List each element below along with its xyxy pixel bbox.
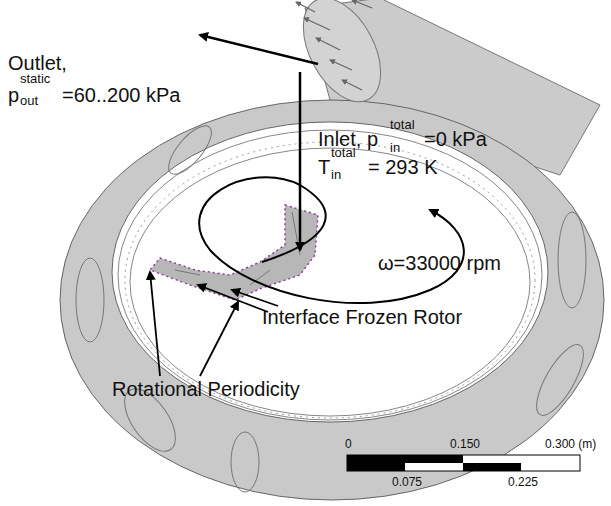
scale-tick: 0.075 — [392, 476, 422, 489]
boundary-label: Outlet, — [8, 52, 67, 74]
boundary-value: = 293 K — [368, 156, 438, 178]
rotation-speed: ω=33000 rpm — [378, 252, 501, 274]
superscript: static — [20, 72, 50, 86]
boundary-value: =0 kPa — [424, 128, 487, 150]
superscript: total — [331, 146, 356, 160]
subscript: in — [331, 168, 341, 182]
superscript: total — [390, 118, 415, 132]
scale-tick: 0.150 — [450, 438, 480, 451]
subscript: in — [390, 141, 400, 155]
symbol: p — [8, 84, 19, 106]
scale-tick: 0 — [345, 438, 352, 451]
symbol: T — [318, 156, 330, 178]
scale-tick: 0.300 (m) — [545, 438, 596, 451]
scale-tick: 0.225 — [508, 476, 538, 489]
subscript: out — [20, 94, 38, 108]
interface-label: Interface Frozen Rotor — [262, 306, 462, 328]
periodicity-label: Rotational Periodicity — [112, 378, 300, 400]
boundary-value: =60..200 kPa — [62, 84, 180, 106]
